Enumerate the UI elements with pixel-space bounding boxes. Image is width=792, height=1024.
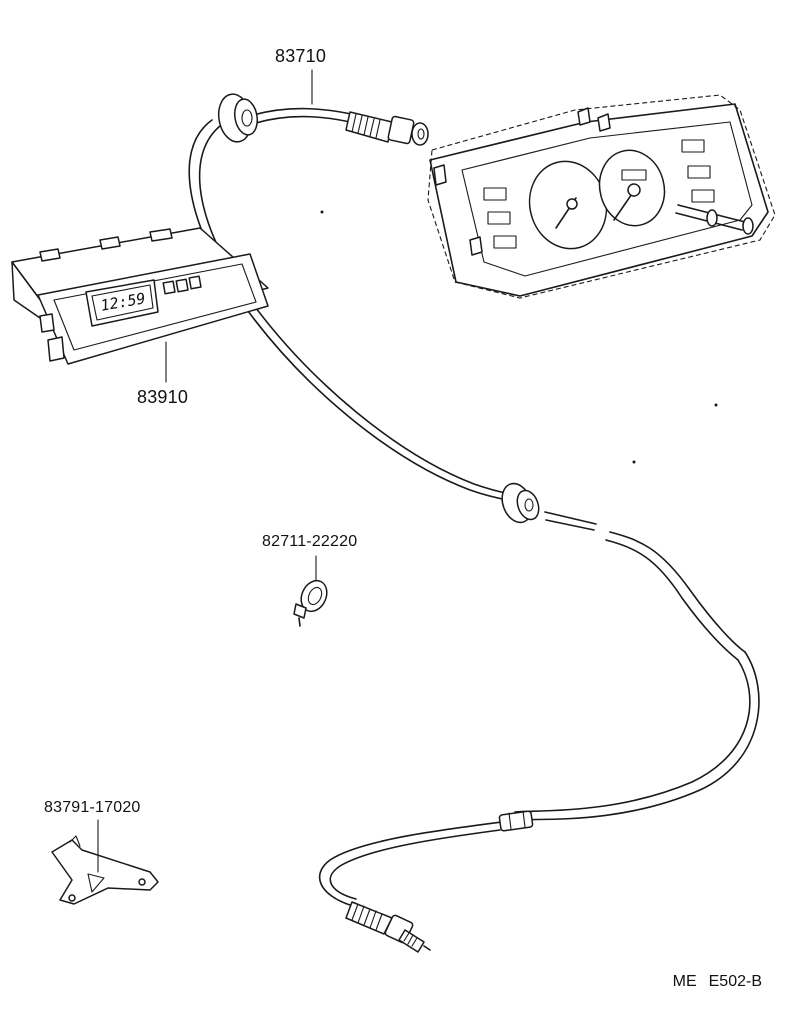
diagram-code-prefix: ME	[672, 973, 697, 990]
cable-bracket	[51, 835, 159, 905]
part-number-82711-22220: 82711-22220	[262, 533, 358, 550]
part-number-83910: 83910	[137, 387, 189, 407]
diagram-code: ME E502-B	[673, 973, 762, 991]
part-number-83710: 83710	[275, 46, 327, 66]
meter-connector	[345, 111, 429, 146]
diagram-code-value: E502-B	[708, 973, 762, 990]
transmission-connector	[345, 901, 431, 953]
clock-assembly	[11, 227, 269, 365]
cable-clamp	[293, 579, 328, 627]
part-number-83791-17020: 83791-17020	[44, 799, 141, 816]
combination-meter	[427, 94, 776, 299]
speedometer-cable	[188, 93, 760, 953]
